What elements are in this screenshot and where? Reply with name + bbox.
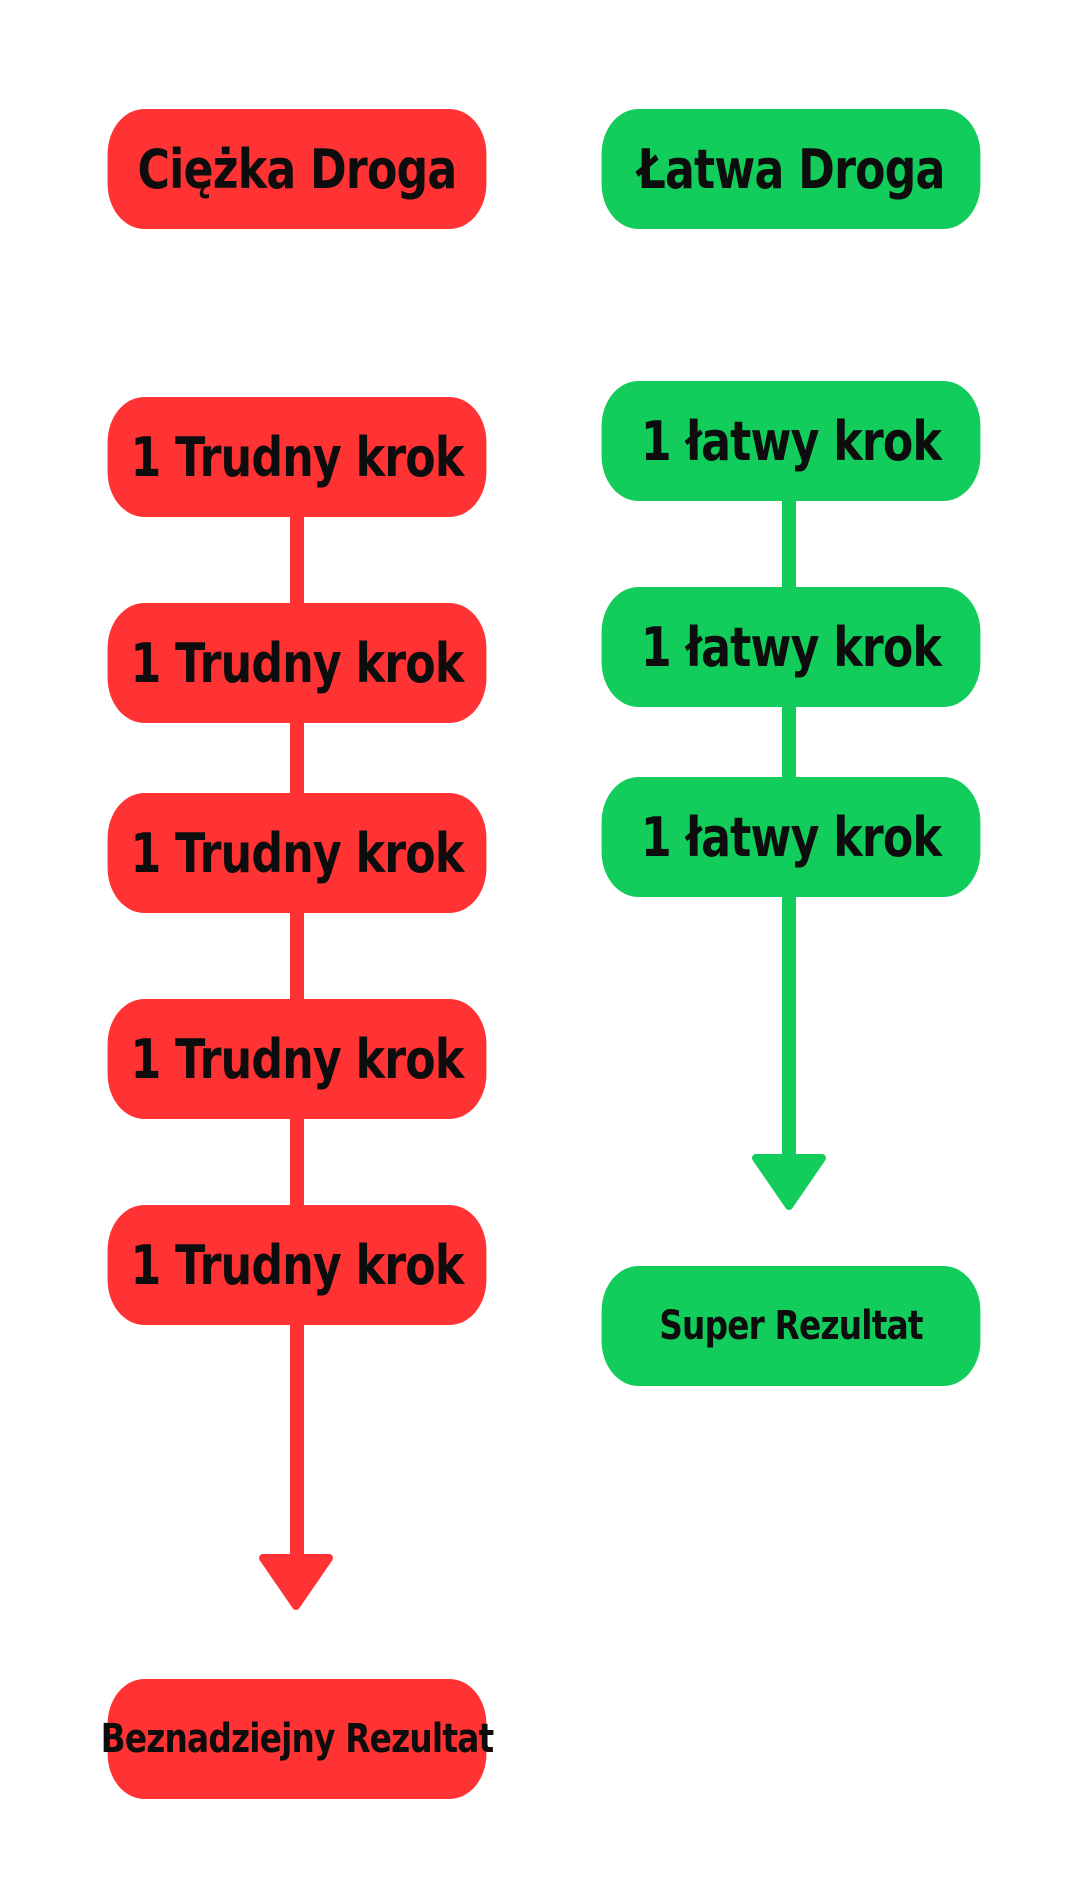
easy-step-label: 1 łatwy krok: [640, 409, 942, 473]
hard-path-arrow-icon: [259, 1554, 333, 1610]
easy-path-title-label: Łatwa Droga: [637, 137, 945, 201]
hard-step-5: 1 Trudny krok: [107, 1205, 487, 1325]
easy-step-label: 1 łatwy krok: [640, 805, 942, 869]
hard-path-result: Beznadziejny Rezultat: [101, 1679, 494, 1799]
hard-step-label: 1 Trudny krok: [130, 425, 465, 489]
hard-step-1: 1 Trudny krok: [107, 397, 487, 517]
hard-path-result-label: Beznadziejny Rezultat: [100, 1716, 495, 1762]
hard-step-3: 1 Trudny krok: [107, 793, 487, 913]
hard-step-4: 1 Trudny krok: [107, 999, 487, 1119]
hard-path-title: Ciężka Droga: [107, 109, 487, 229]
hard-step-label: 1 Trudny krok: [130, 821, 465, 885]
hard-step-label: 1 Trudny krok: [130, 1027, 465, 1091]
easy-step-1: 1 łatwy krok: [601, 381, 981, 501]
easy-path-result: Super Rezultat: [601, 1266, 981, 1386]
hard-step-label: 1 Trudny krok: [130, 1233, 465, 1297]
easy-step-2: 1 łatwy krok: [601, 587, 981, 707]
hard-step-2: 1 Trudny krok: [107, 603, 487, 723]
easy-step-3: 1 łatwy krok: [601, 777, 981, 897]
easy-step-label: 1 łatwy krok: [640, 615, 942, 679]
hard-path-title-label: Ciężka Droga: [137, 137, 458, 201]
hard-step-label: 1 Trudny krok: [130, 631, 465, 695]
easy-path-result-label: Super Rezultat: [659, 1303, 923, 1349]
easy-path-title: Łatwa Droga: [601, 109, 981, 229]
